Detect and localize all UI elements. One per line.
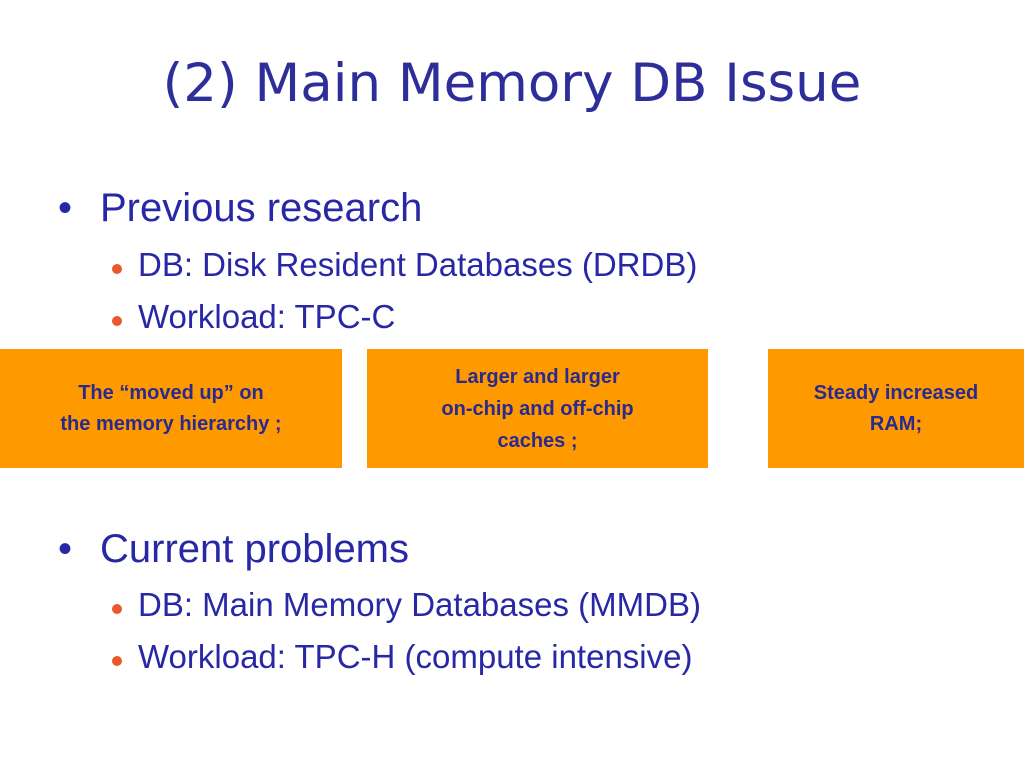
sub-bullet-text: DB: Disk Resident Databases (DRDB) (138, 246, 698, 283)
sub-bullet-tpch: Workload: TPC-H (compute intensive) (112, 637, 692, 677)
sub-bullet-drdb: DB: Disk Resident Databases (DRDB) (112, 245, 697, 285)
bullet-heading: Previous research (100, 186, 423, 230)
sub-bullet-mmdb: DB: Main Memory Databases (MMDB) (112, 585, 701, 625)
sub-bullet-dot-icon (112, 656, 122, 667)
box-line: caches ; (497, 429, 578, 452)
box-line: Larger and larger (455, 365, 620, 388)
sub-bullet-dot-icon (112, 264, 122, 275)
sub-bullet-dot-icon (112, 316, 122, 327)
bullet-icon: • (58, 527, 73, 571)
sub-bullet-text: Workload: TPC-C (138, 298, 396, 335)
bullet-heading: Current problems (100, 527, 410, 571)
box-ram: Steady increased RAM; (768, 349, 1024, 468)
sub-bullet-text: DB: Main Memory Databases (MMDB) (138, 586, 701, 623)
sub-bullet-tpcc: Workload: TPC-C (112, 297, 395, 337)
box-line: The “moved up” on (78, 381, 264, 404)
bullet-previous-research: • Previous research (58, 184, 422, 232)
bullet-icon: • (58, 186, 73, 230)
box-memory-hierarchy: The “moved up” on the memory hierarchy ; (0, 349, 342, 468)
box-caches: Larger and larger on-chip and off-chip c… (367, 349, 708, 468)
slide-title: (2) Main Memory DB Issue (162, 53, 862, 114)
bullet-current-problems: • Current problems (58, 525, 409, 573)
sub-bullet-text: Workload: TPC-H (compute intensive) (138, 638, 693, 675)
box-line: Steady increased (813, 381, 979, 404)
sub-bullet-dot-icon (112, 604, 122, 615)
box-line: on-chip and off-chip (441, 397, 634, 420)
box-line: the memory hierarchy ; (60, 412, 282, 435)
box-line: RAM; (869, 412, 923, 435)
